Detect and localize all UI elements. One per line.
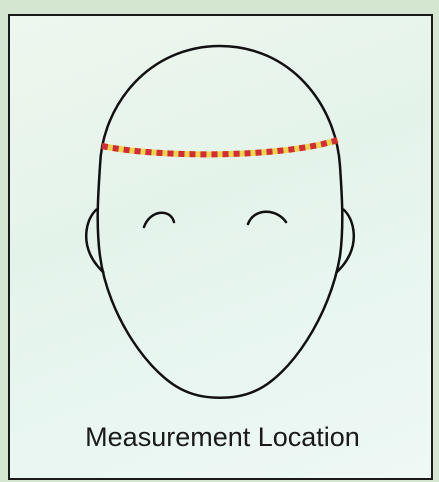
left-brow-icon — [144, 213, 174, 227]
diagram-panel: Measurement Location — [8, 14, 433, 480]
head-diagram — [10, 16, 435, 482]
right-brow-icon — [248, 212, 286, 224]
diagram-caption: Measurement Location — [10, 422, 435, 453]
head-outline-icon — [98, 46, 343, 398]
